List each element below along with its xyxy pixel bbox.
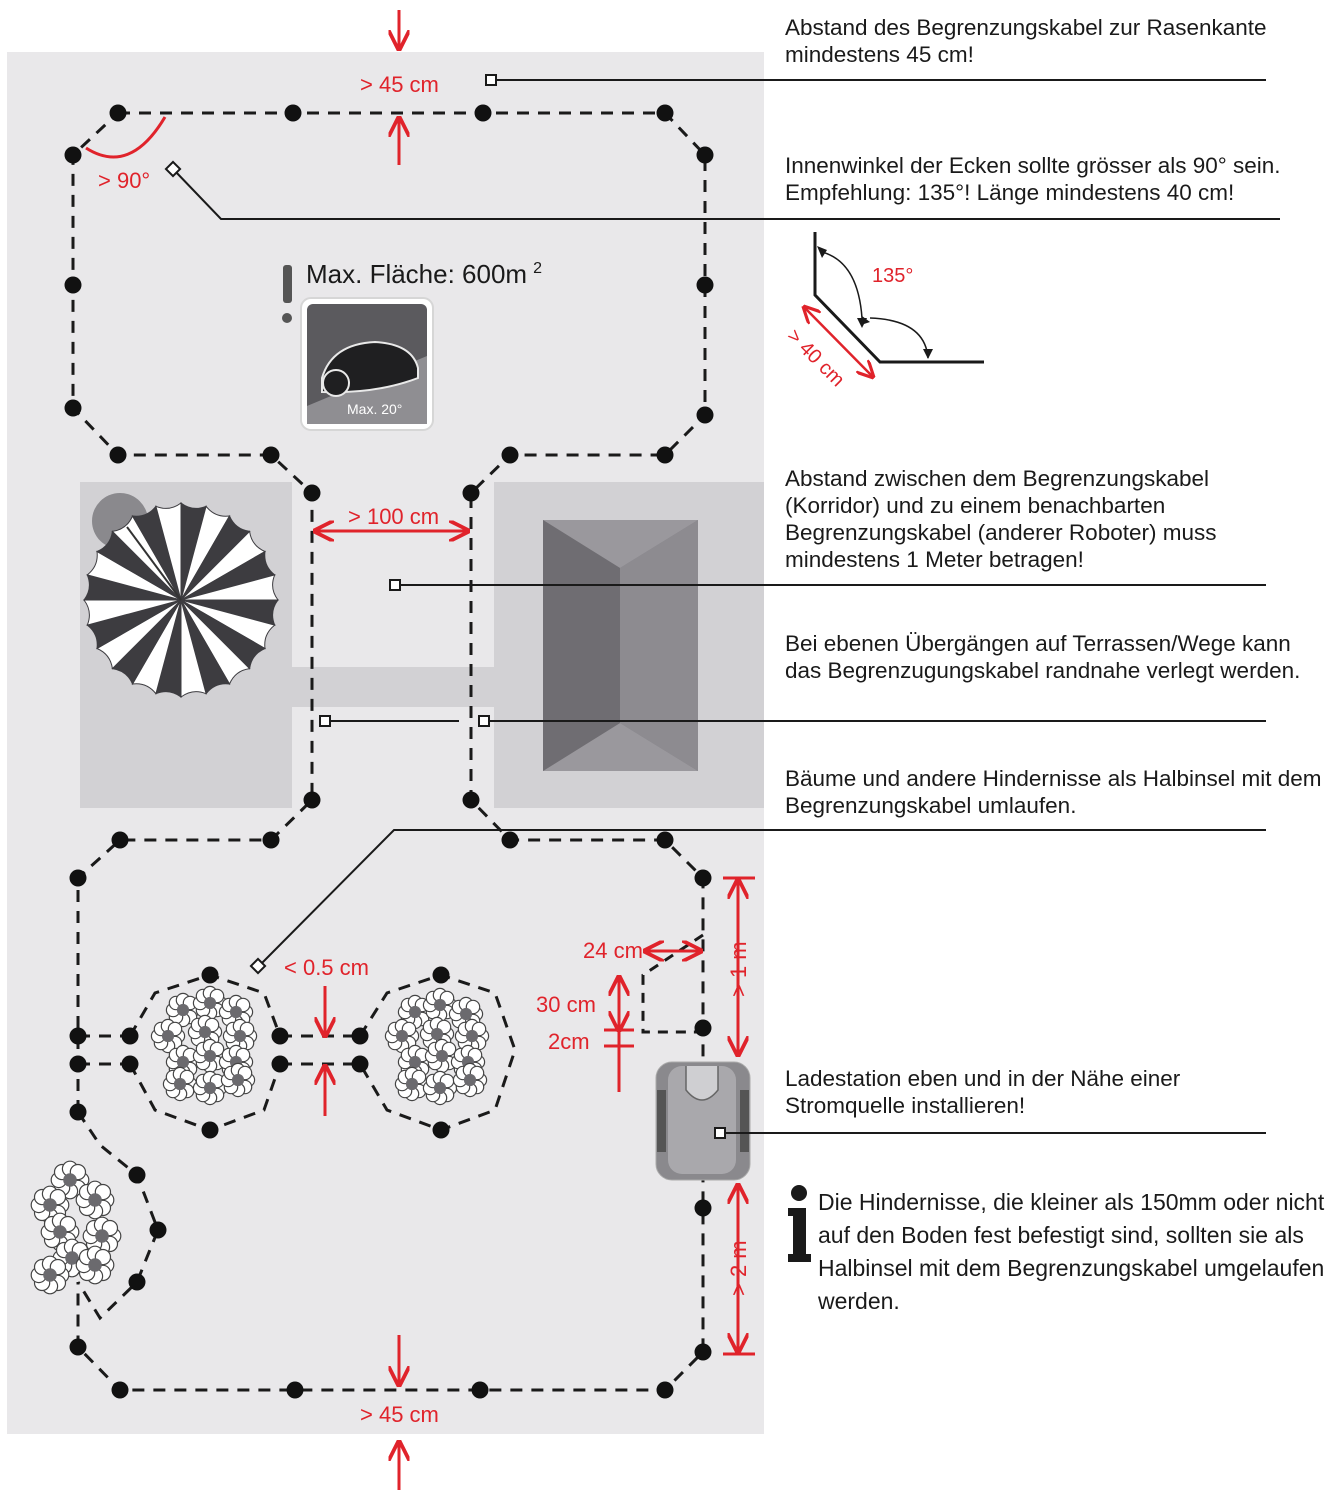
flower-icon	[75, 1180, 115, 1220]
note-terrace-transition: Bei ebenen Übergängen auf Terrassen/Wege…	[785, 631, 1301, 683]
flower-icon	[220, 1062, 256, 1098]
note-corridor-distance: Abstand zwischen dem Begrenzungskabel (K…	[785, 466, 1217, 572]
flower-icon	[422, 1070, 458, 1106]
flower-icon	[192, 1070, 228, 1106]
measurements	[85, 10, 755, 1490]
flower-icon	[82, 1216, 122, 1256]
note-corner-angle: Innenwinkel der Ecken sollte grösser als…	[785, 153, 1281, 205]
flower-bed-corner	[30, 1160, 122, 1295]
station-side-offset-label: 24 cm	[583, 938, 643, 963]
leader-lines	[173, 79, 1280, 1134]
flower-icon	[30, 1255, 70, 1295]
flower-icon	[150, 1018, 186, 1054]
warning-icon	[282, 265, 292, 323]
flower-icon	[394, 1066, 430, 1102]
wire-gap-label: < 0.5 cm	[284, 955, 369, 980]
station-depth-label: 30 cm	[536, 992, 596, 1017]
corner-detail-diagram: 135° > 40 cm	[782, 232, 984, 391]
info-note: Die Hindernisse, die kleiner als 150mm o…	[818, 1189, 1325, 1314]
front-clearance-label: > 1 m	[726, 941, 751, 997]
flower-icon	[452, 1062, 488, 1098]
flower-icon	[192, 1038, 228, 1074]
station-gap-label: 2cm	[548, 1029, 590, 1054]
info-icon	[788, 1185, 811, 1262]
flower-bed-left	[150, 985, 258, 1106]
corner-angle-label: > 90°	[98, 168, 150, 193]
leader-markers	[164, 74, 726, 1139]
flower-icon	[75, 1245, 115, 1285]
flower-icon	[454, 1018, 490, 1054]
bottom-gap-label: > 45 cm	[360, 1402, 439, 1427]
flower-icon	[424, 1038, 460, 1074]
flower-icon	[40, 1212, 80, 1252]
slope-card: Max. 20°	[300, 297, 434, 431]
house-roof	[543, 520, 698, 771]
rear-clearance-label: > 2 m	[726, 1240, 751, 1296]
flower-icon	[50, 1160, 90, 1200]
note-edge-distance: Abstand des Begrenzungskabel zur Rasenka…	[785, 15, 1267, 67]
note-obstacles: Bäume und andere Hindernisse als Halbins…	[785, 766, 1322, 818]
note-charging-station: Ladestation eben und in der Nähe einer S…	[785, 1066, 1181, 1118]
flower-bed-right	[384, 987, 490, 1106]
corner-length-detail-label: > 40 cm	[782, 325, 848, 391]
wire-pegs	[64, 104, 714, 1399]
umbrella-icon	[82, 493, 280, 699]
top-gap-label: > 45 cm	[360, 72, 439, 97]
garden-path	[292, 667, 496, 707]
flower-icon	[162, 1066, 198, 1102]
charging-station-icon	[655, 1061, 751, 1181]
slope-label: Max. 20°	[347, 401, 402, 417]
flower-icon	[384, 1018, 420, 1054]
corner-angle-detail-label: 135°	[872, 265, 913, 287]
corridor-width-label: > 100 cm	[348, 504, 439, 529]
